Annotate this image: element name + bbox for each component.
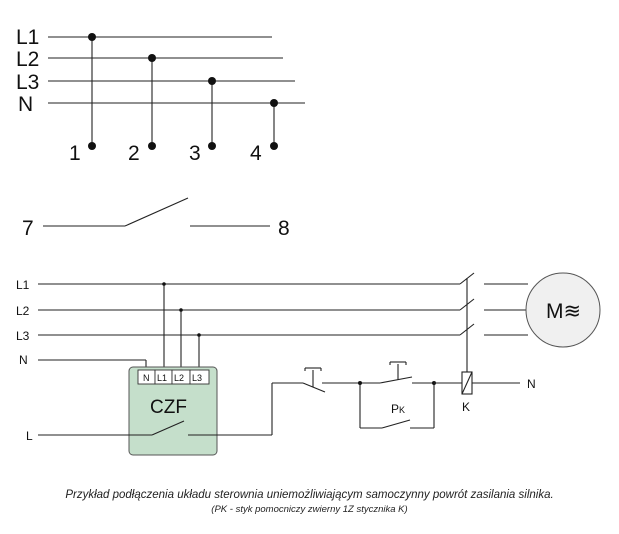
terminal-label-1: 1 <box>69 142 81 165</box>
czf-terminal-l3: L3 <box>192 373 202 383</box>
czf-terminal-l1: L1 <box>157 373 167 383</box>
motor: M≋ <box>525 272 601 348</box>
line-label-l: L <box>26 429 33 443</box>
line-label-l3: L3 <box>16 329 30 343</box>
contactor-main-contacts <box>459 272 475 372</box>
supply-lines: L1 L2 L3 N <box>16 278 528 370</box>
czf-terminal-n: N <box>143 373 150 383</box>
rail-label-l3: L3 <box>16 71 39 94</box>
caption-main: Przykład podłączenia układu sterownia un… <box>65 489 554 501</box>
control-circuit: PK N K <box>217 361 536 436</box>
coil-n-label: N <box>527 377 536 391</box>
czf-module: N L1 L2 L3 CZF <box>128 366 218 456</box>
line-label-l1: L1 <box>16 278 30 292</box>
rail-label-l1: L1 <box>16 26 39 49</box>
top-rails: L1 L2 L3 N 1 2 3 4 <box>16 26 305 165</box>
switch-7-8: 7 8 <box>22 197 290 240</box>
line-label-n: N <box>19 353 28 367</box>
aux-contact-subscript: K <box>399 405 405 415</box>
switch-label-8: 8 <box>278 217 290 240</box>
czf-terminal-l2: L2 <box>174 373 184 383</box>
terminal-label-3: 3 <box>189 142 201 165</box>
terminal-label-4: 4 <box>250 142 262 165</box>
motor-label: M≋ <box>546 300 581 323</box>
aux-contact-label: PK <box>391 402 405 416</box>
caption-note: (PK - styk pomocniczy zwierny 1Z styczni… <box>211 504 408 515</box>
contactor-label: K <box>462 400 470 414</box>
line-label-l2: L2 <box>16 304 30 318</box>
czf-title: CZF <box>150 397 187 418</box>
rail-label-n: N <box>18 93 33 116</box>
switch-label-7: 7 <box>22 217 34 240</box>
rail-label-l2: L2 <box>16 48 39 71</box>
terminal-label-2: 2 <box>128 142 140 165</box>
